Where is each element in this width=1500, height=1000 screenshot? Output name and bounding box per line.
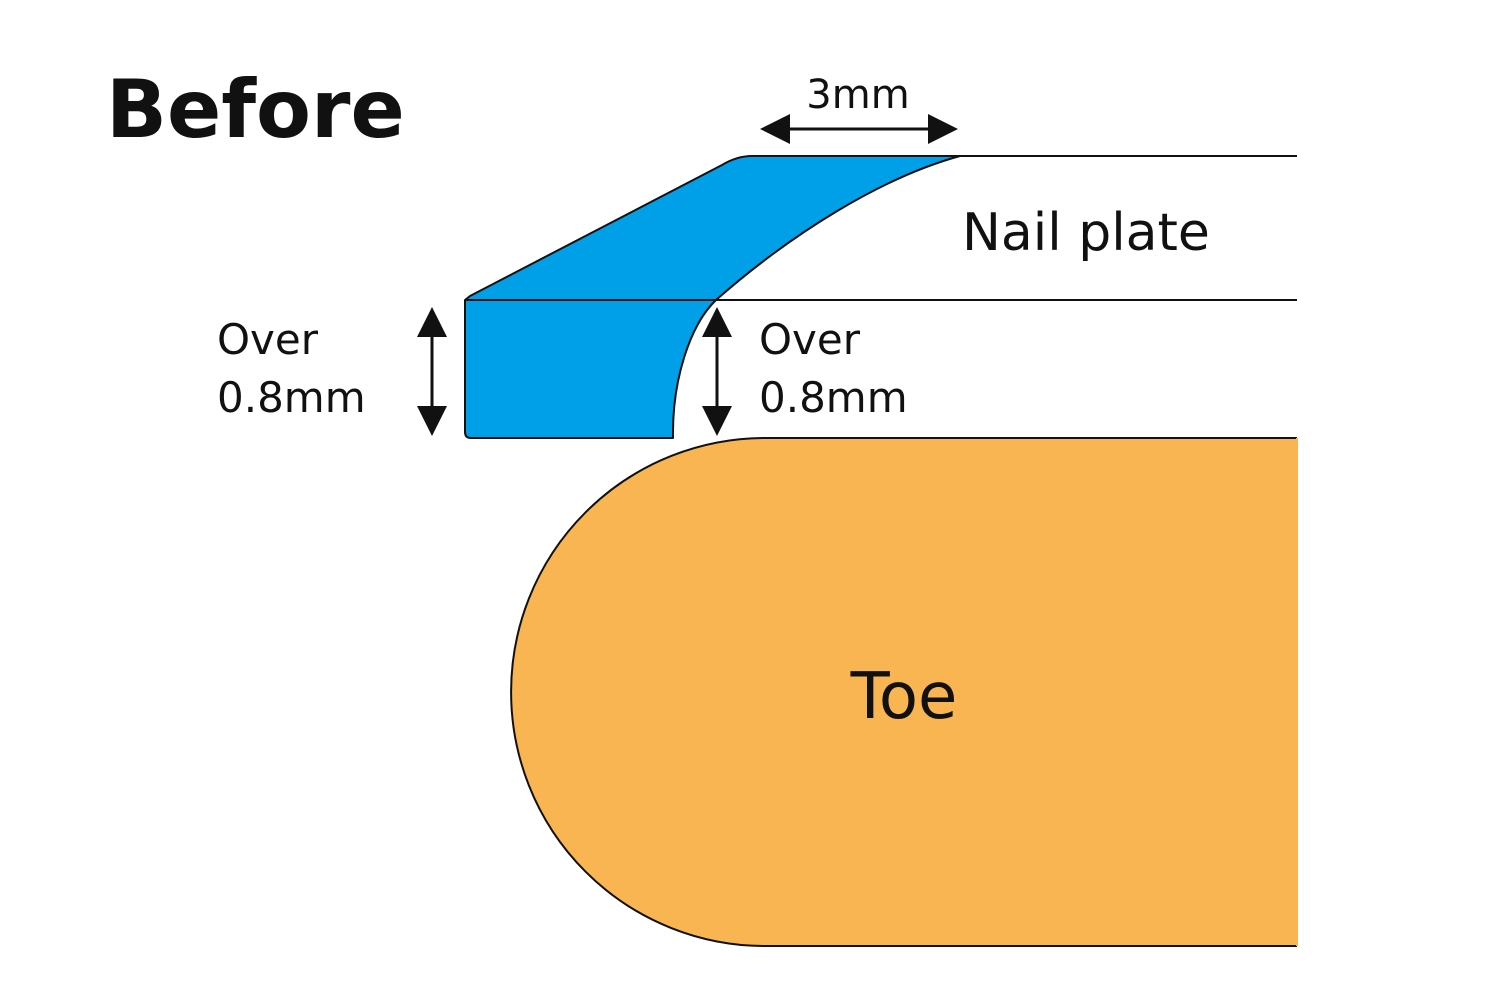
diagram-title: Before (106, 63, 405, 156)
nail-plate-label: Nail plate (962, 203, 1210, 263)
blue-nail-piece (464, 155, 961, 439)
right-thickness-label-line1: Over (759, 315, 861, 364)
width-dimension-label: 3mm (806, 72, 909, 118)
toe-label: Toe (850, 660, 958, 734)
toe-shape (510, 437, 1297, 947)
right-thickness-label-line2: 0.8mm (759, 373, 908, 422)
left-thickness-label-line2: 0.8mm (217, 373, 366, 422)
left-thickness-label-line1: Over (217, 315, 319, 364)
